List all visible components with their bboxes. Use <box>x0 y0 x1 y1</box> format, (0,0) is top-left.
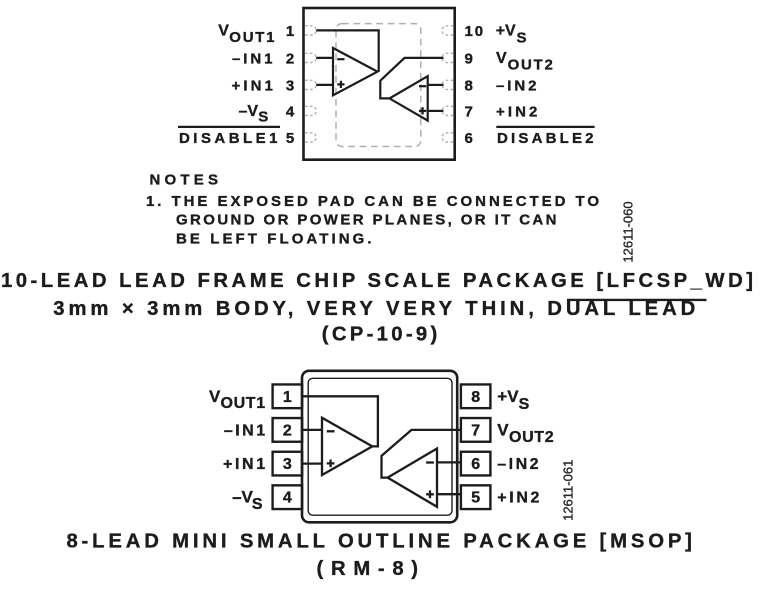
svg-text:+IN1: +IN1 <box>232 77 273 94</box>
svg-text:–IN2: –IN2 <box>497 456 538 473</box>
svg-text:5: 5 <box>286 130 294 147</box>
svg-text:V: V <box>496 50 507 67</box>
svg-text:12611-061: 12611-061 <box>561 460 576 521</box>
svg-text:S: S <box>258 108 268 125</box>
svg-text:V: V <box>218 22 229 39</box>
svg-text:5: 5 <box>471 490 480 507</box>
svg-text:–IN1: –IN1 <box>232 50 273 67</box>
svg-text:–IN2: –IN2 <box>496 77 537 94</box>
svg-text:2: 2 <box>283 422 292 439</box>
svg-text:V: V <box>209 387 221 406</box>
svg-text:8: 8 <box>465 78 473 95</box>
svg-text:6: 6 <box>465 130 473 147</box>
svg-text:4: 4 <box>286 104 295 121</box>
svg-text:+IN1: +IN1 <box>223 456 265 473</box>
svg-text:+V: +V <box>496 22 516 39</box>
svg-text:OUT1: OUT1 <box>221 395 266 412</box>
svg-text:S: S <box>252 496 263 513</box>
svg-text:10: 10 <box>465 23 484 40</box>
svg-text:–V: –V <box>232 488 253 507</box>
svg-text:12611-060: 12611-060 <box>620 201 635 262</box>
svg-text:1. THE EXPOSED PAD CAN BE CONN: 1. THE EXPOSED PAD CAN BE CONNECTED TO <box>146 193 599 210</box>
svg-text:OUT2: OUT2 <box>509 429 554 446</box>
svg-text:6: 6 <box>471 456 480 473</box>
svg-text:7: 7 <box>465 104 473 121</box>
svg-text:V: V <box>497 421 509 440</box>
svg-text:GROUND OR POWER PLANES, OR IT: GROUND OR POWER PLANES, OR IT CAN <box>176 212 557 229</box>
svg-text:3: 3 <box>283 456 292 473</box>
svg-text:3: 3 <box>286 78 294 95</box>
svg-text:OUT2: OUT2 <box>508 57 553 74</box>
svg-text:(CP-10-9): (CP-10-9) <box>322 324 438 346</box>
svg-text:–IN1: –IN1 <box>224 422 265 439</box>
svg-text:2: 2 <box>286 51 294 68</box>
svg-text:8: 8 <box>471 389 480 406</box>
svg-text:+V: +V <box>497 387 519 406</box>
svg-text:+IN2: +IN2 <box>496 103 537 120</box>
svg-text:10-LEAD LEAD FRAME CHIP SCALE: 10-LEAD LEAD FRAME CHIP SCALE PACKAGE [L… <box>1 270 753 292</box>
svg-text:OUT1: OUT1 <box>229 29 274 46</box>
svg-text:+IN2: +IN2 <box>497 490 539 507</box>
svg-text:1: 1 <box>286 23 294 40</box>
svg-text:NOTES: NOTES <box>150 172 219 189</box>
svg-text:1: 1 <box>283 389 292 406</box>
svg-text:8-LEAD MINI SMALL OUTLINE PACK: 8-LEAD MINI SMALL OUTLINE PACKAGE [MSOP] <box>66 531 692 553</box>
svg-text:S: S <box>519 396 530 413</box>
svg-text:7: 7 <box>471 422 480 439</box>
svg-text:9: 9 <box>465 51 473 68</box>
svg-text:–V: –V <box>239 103 259 120</box>
svg-text:DISABLE1: DISABLE1 <box>179 130 278 147</box>
svg-text:(RM-8): (RM-8) <box>317 558 419 580</box>
svg-text:S: S <box>517 29 527 46</box>
svg-text:BE LEFT FLOATING.: BE LEFT FLOATING. <box>176 230 372 247</box>
svg-text:4: 4 <box>283 490 292 507</box>
svg-text:DISABLE2: DISABLE2 <box>497 130 594 147</box>
